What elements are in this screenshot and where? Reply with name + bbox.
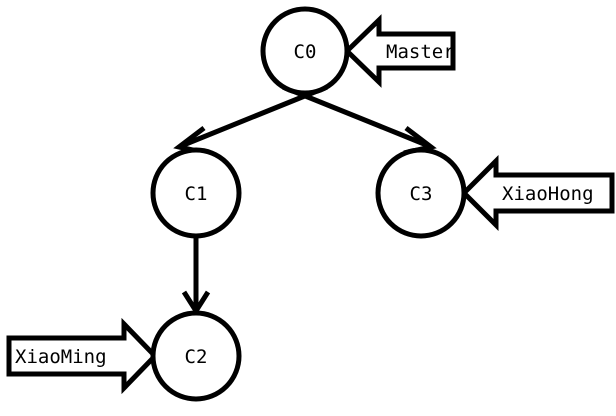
callout-xiaohong-label: XiaoHong bbox=[502, 183, 594, 205]
node-c0-label: C0 bbox=[294, 41, 317, 63]
callout-xiaoming[interactable]: XiaoMing bbox=[6, 317, 159, 395]
callout-master-label: Master bbox=[386, 41, 455, 63]
node-c0[interactable]: C0 bbox=[260, 6, 350, 96]
node-c2[interactable]: C2 bbox=[150, 310, 242, 402]
node-c3[interactable]: C3 bbox=[375, 147, 467, 239]
edge-c1-c2 bbox=[181, 234, 211, 316]
node-c1-label: C1 bbox=[185, 183, 208, 205]
callout-xiaohong-shape bbox=[460, 154, 615, 232]
callout-master-shape bbox=[343, 14, 456, 88]
node-c2-label: C2 bbox=[185, 346, 208, 368]
callout-xiaoming-shape bbox=[6, 317, 159, 395]
callout-master[interactable]: Master bbox=[343, 14, 456, 88]
node-c2-circle bbox=[150, 310, 242, 402]
edge-c0-c3-line bbox=[282, 84, 430, 149]
node-c3-circle bbox=[375, 147, 467, 239]
edge-c0-c3 bbox=[282, 84, 437, 156]
node-c3-label: C3 bbox=[410, 183, 433, 205]
node-c0-circle bbox=[260, 6, 350, 96]
node-c1[interactable]: C1 bbox=[150, 147, 242, 239]
callout-xiaoming-label: XiaoMing bbox=[15, 346, 107, 368]
callout-xiaohong[interactable]: XiaoHong bbox=[460, 154, 615, 232]
node-c1-circle bbox=[150, 147, 242, 239]
